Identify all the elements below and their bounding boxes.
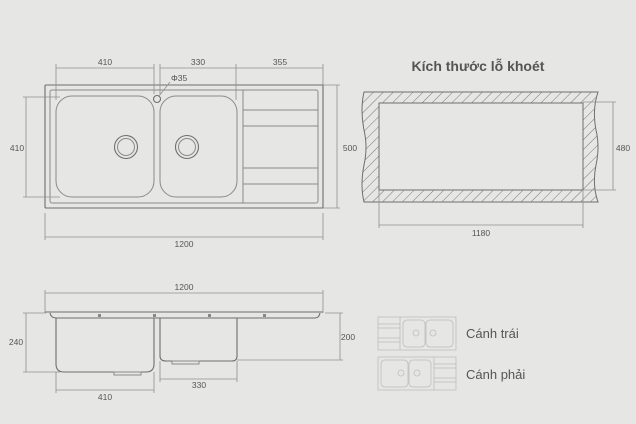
side-bowl-left bbox=[55, 318, 155, 373]
dim-bowl1-width: 410 bbox=[98, 57, 112, 67]
cutout-dim-width: 1180 bbox=[472, 228, 491, 238]
legend-right-drainboard: Cánh phải bbox=[377, 356, 525, 391]
side-bowl-right bbox=[159, 318, 238, 362]
top-view: 410 330 355 Φ35 410 500 1200 bbox=[10, 57, 357, 249]
dim-bowl-depth: 410 bbox=[10, 143, 24, 153]
sink-inner-rim bbox=[49, 89, 319, 204]
side-view: 1200 240 200 410 330 bbox=[9, 282, 355, 402]
side-dim-total-width: 1200 bbox=[175, 282, 194, 292]
tap-hole-label: Φ35 bbox=[171, 73, 188, 83]
cutout-view: Kích thước lỗ khoét 480 1180 bbox=[361, 58, 630, 238]
legend-right-label: Cánh phải bbox=[466, 367, 525, 382]
sink-left-thumbnail-icon bbox=[377, 316, 457, 351]
sink-right-thumbnail-icon bbox=[377, 356, 457, 391]
tap-hole-icon bbox=[152, 94, 162, 104]
bowl-left bbox=[55, 95, 155, 198]
side-dim-bowl1-height: 240 bbox=[9, 337, 23, 347]
drainboard bbox=[242, 90, 318, 203]
legend-left-drainboard: Cánh trái bbox=[377, 316, 519, 351]
cutout-title: Kích thước lỗ khoét bbox=[412, 58, 545, 74]
drain-left-icon bbox=[113, 134, 139, 160]
sink-outer-rim bbox=[44, 84, 324, 209]
dim-total-width: 1200 bbox=[175, 239, 194, 249]
cutout-dim-height: 480 bbox=[616, 143, 630, 153]
countertop-hatch bbox=[361, 91, 599, 203]
side-dim-bowl1-width: 410 bbox=[98, 392, 112, 402]
side-dim-bowl2-width: 330 bbox=[192, 380, 206, 390]
drain-right-icon bbox=[174, 134, 200, 160]
dim-total-depth: 500 bbox=[343, 143, 357, 153]
dim-bowl2-width: 330 bbox=[191, 57, 205, 67]
dim-drainboard-width: 355 bbox=[273, 57, 287, 67]
side-dim-bowl2-height: 200 bbox=[341, 332, 355, 342]
bowl-right bbox=[159, 95, 238, 198]
legend-left-label: Cánh trái bbox=[466, 326, 519, 341]
